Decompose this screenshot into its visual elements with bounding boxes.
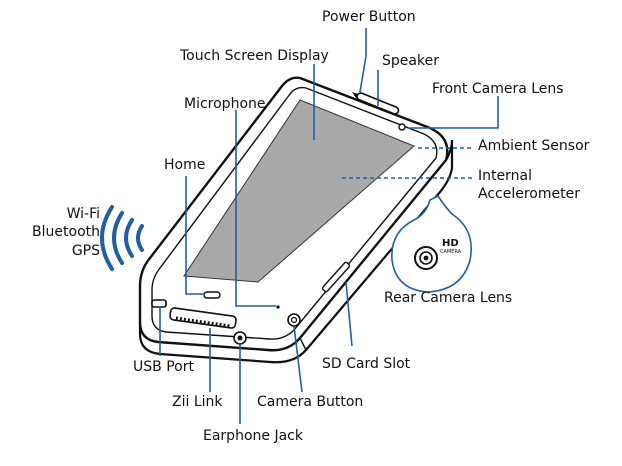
label-earphone-jack: Earphone Jack [203, 428, 303, 444]
label-sd-card: SD Card Slot [322, 356, 411, 372]
leader-sd-card [345, 281, 353, 347]
wireless-waves-icon [100, 205, 144, 271]
label-usb-port: USB Port [133, 359, 194, 375]
label-power-button: Power Button [322, 9, 416, 25]
label-gps: GPS [71, 243, 100, 259]
usb-port-shape [151, 299, 167, 308]
front-camera-shape [398, 123, 406, 131]
rear-camera-callout [391, 194, 472, 293]
zii-link-shape [169, 307, 237, 329]
camera-badge-label: CAMERA [440, 249, 462, 255]
label-camera-button: Camera Button [257, 394, 364, 410]
label-front-camera: Front Camera Lens [432, 81, 564, 97]
leader-front-camera [408, 96, 499, 129]
label-microphone: Microphone [184, 96, 266, 112]
label-zii-link: Zii Link [172, 394, 223, 410]
label-wifi: Wi-Fi [66, 206, 100, 222]
label-ambient-sensor: Ambient Sensor [478, 138, 590, 154]
label-speaker: Speaker [382, 53, 439, 69]
label-rear-camera: Rear Camera Lens [384, 290, 513, 306]
touch-screen-shape [183, 99, 415, 283]
label-home: Home [164, 157, 206, 173]
label-accelerometer-line2: Accelerometer [478, 186, 580, 202]
hd-badge-label: HD [442, 238, 459, 249]
leader-camera-button [293, 325, 303, 393]
label-bluetooth: Bluetooth [32, 224, 100, 240]
label-accelerometer-line1: Internal [478, 168, 532, 184]
home-button-shape [203, 291, 221, 299]
leader-microphone [235, 110, 276, 307]
leader-home [185, 176, 204, 295]
label-touch-screen: Touch Screen Display [180, 48, 329, 64]
microphone-shape [276, 305, 280, 309]
leader-power-button [359, 28, 367, 93]
sd-card-slot-shape [321, 261, 351, 293]
